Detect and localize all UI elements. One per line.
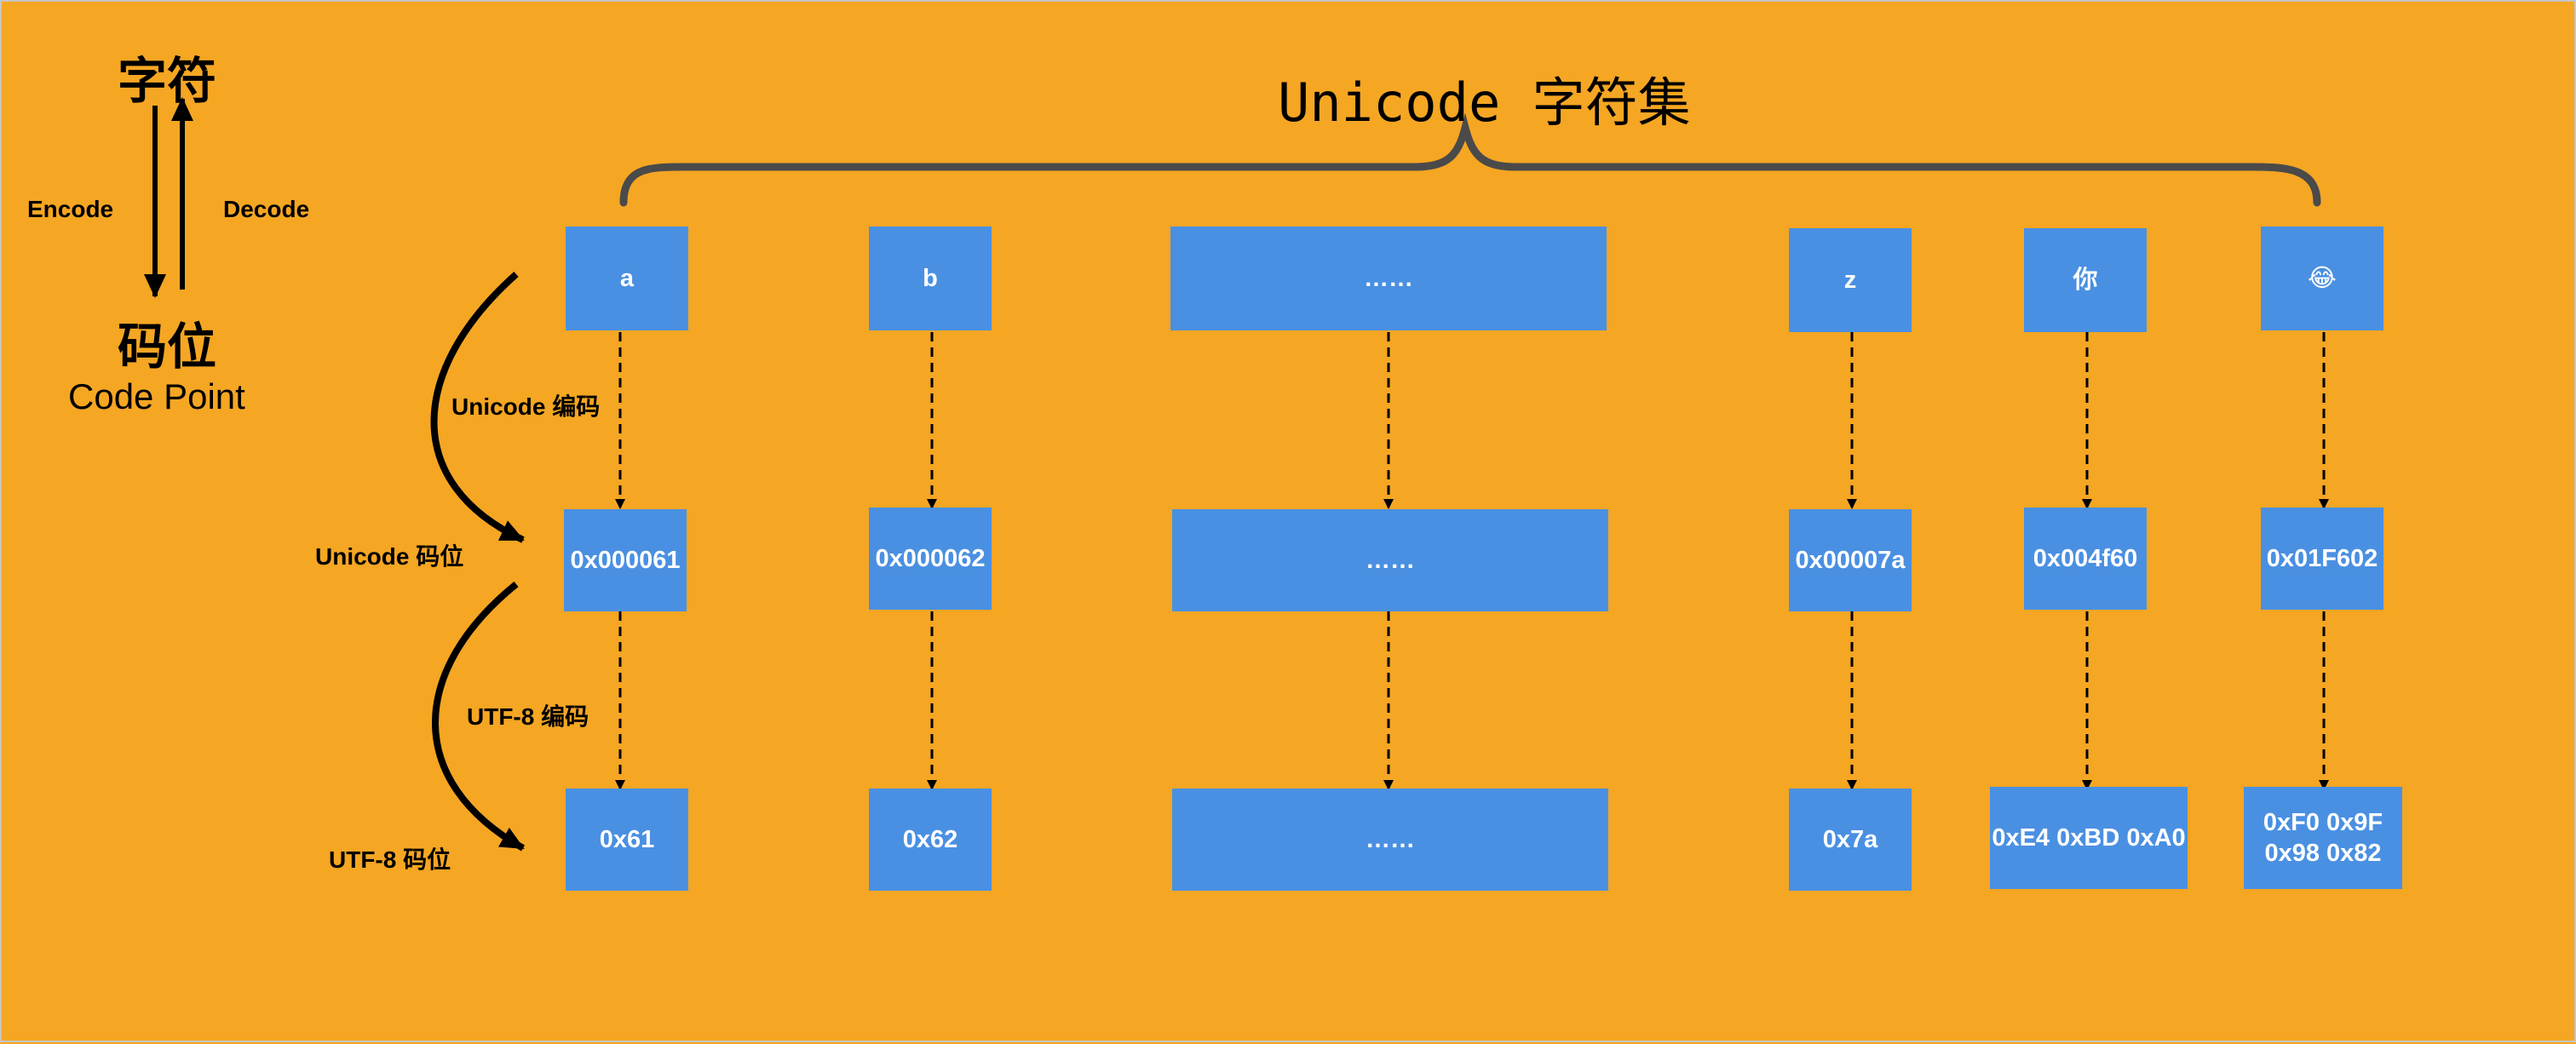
utf8-box: 0x62 — [869, 789, 992, 891]
unicode-code-point-label: Unicode 码位 — [315, 543, 464, 570]
charset-title: Unicode 字符集 — [1278, 72, 1691, 134]
utf8-code-point-label: UTF-8 码位 — [329, 846, 451, 873]
char-box: 😂 — [2261, 227, 2383, 330]
utf8-encoding-label: UTF-8 编码 — [467, 703, 589, 730]
charset-brace — [619, 112, 2321, 207]
char-box: z — [1789, 228, 1912, 332]
unicode-encoding-curve — [430, 272, 525, 543]
char-box: …… — [1170, 227, 1607, 330]
legend-decode-label: Decode — [223, 196, 310, 222]
utf8-box: 0x61 — [566, 789, 688, 891]
unicode-encoding-label: Unicode 编码 — [451, 393, 601, 420]
char-box: b — [869, 227, 992, 330]
code-point-box: 0x000061 — [564, 509, 687, 611]
utf8-box: …… — [1172, 789, 1608, 891]
utf8-box: 0x7a — [1789, 789, 1912, 891]
legend-code-point-label: 码位 — [118, 319, 217, 375]
char-box: a — [566, 227, 688, 330]
code-point-box: 0x00007a — [1789, 509, 1912, 611]
code-point-box: …… — [1172, 509, 1608, 611]
dashed-arrows — [615, 332, 2329, 790]
legend-character-label: 字符 — [118, 54, 217, 109]
utf8-box: 0xE4 0xBD 0xA0 — [1990, 787, 2188, 889]
legend-encode-label: Encode — [27, 196, 114, 222]
char-box: 你 — [2024, 228, 2147, 332]
legend-code-point-sub: Code Point — [68, 376, 245, 416]
utf8-encoding-curve — [432, 581, 525, 852]
utf8-box: 0xF0 0x9F 0x98 0x82 — [2244, 787, 2402, 889]
code-point-box: 0x01F602 — [2261, 508, 2383, 610]
code-point-box: 0x004f60 — [2024, 508, 2147, 610]
code-point-box: 0x000062 — [869, 508, 992, 610]
